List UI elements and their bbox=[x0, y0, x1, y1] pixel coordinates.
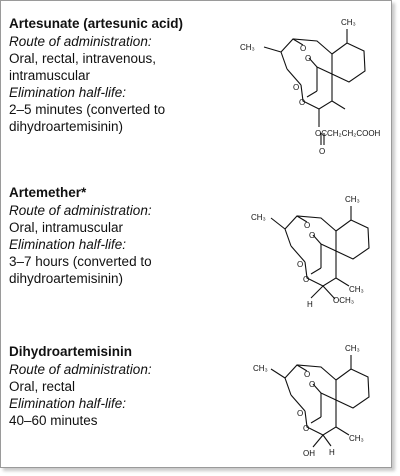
drug-entry-artemether: Artemether* Route of administration: Ora… bbox=[9, 184, 209, 287]
half-life-label: Elimination half-life: bbox=[9, 85, 127, 100]
drug-entry-dihydroartemisinin: Dihydroartemisinin Route of administrati… bbox=[9, 343, 209, 429]
structure-label-o: O bbox=[304, 370, 310, 379]
structure-label-h: H bbox=[329, 448, 335, 457]
route-value-line: Oral, rectal, intravenous, bbox=[9, 51, 157, 66]
structure-label-o: O bbox=[299, 98, 305, 107]
structure-label-ch3: CH₃ bbox=[251, 213, 266, 222]
drug-card-panel: Artesunate (artesunic acid) Route of adm… bbox=[0, 0, 392, 468]
structure-label-ch3: CH₃ bbox=[349, 434, 364, 443]
structure-label-o: O bbox=[293, 83, 299, 92]
drug-name: Artemether* bbox=[9, 185, 87, 200]
structure-label-o: O bbox=[309, 231, 315, 240]
structure-label-ch3: CH₃ bbox=[253, 364, 268, 373]
structure-label-ch3: CH₃ bbox=[341, 18, 356, 27]
structure-label-o: O bbox=[319, 147, 325, 156]
route-value-line: intramuscular bbox=[9, 68, 91, 83]
structure-label-substituent: OCCH₂CH₂COOH bbox=[315, 129, 381, 138]
route-label: Route of administration: bbox=[9, 34, 152, 49]
structure-label-oh: OH bbox=[303, 449, 315, 458]
half-life-value-line: 2–5 minutes (converted to bbox=[9, 102, 166, 117]
structure-label-o: O bbox=[297, 260, 303, 269]
structure-label-h: H bbox=[307, 300, 313, 309]
structure-label-o: O bbox=[300, 44, 306, 53]
route-label: Route of administration: bbox=[9, 203, 152, 218]
structure-label-o: O bbox=[303, 275, 309, 284]
structure-label-ch3: CH₃ bbox=[240, 43, 255, 52]
structure-label-o: O bbox=[304, 221, 310, 230]
structure-label-o: O bbox=[309, 380, 315, 389]
structure-label-ch3: CH₃ bbox=[345, 195, 360, 204]
drug-name: Dihydroartemisinin bbox=[9, 344, 133, 359]
half-life-value-line: 3–7 hours (converted to bbox=[9, 254, 152, 269]
structure-artemether: CH₃ CH₃ CH₃ O O O O H OCH₃ bbox=[251, 186, 391, 336]
half-life-label: Elimination half-life: bbox=[9, 237, 127, 252]
structure-label-ch3: CH₃ bbox=[345, 344, 360, 353]
structure-label-o: O bbox=[297, 409, 303, 418]
drug-name: Artesunate (artesunic acid) bbox=[9, 16, 184, 31]
structure-label-o: O bbox=[305, 54, 311, 63]
structure-label-substituent: OCH₃ bbox=[333, 296, 354, 305]
half-life-value-line: 40–60 minutes bbox=[9, 413, 98, 428]
drug-entry-artesunate: Artesunate (artesunic acid) Route of adm… bbox=[9, 15, 209, 135]
structure-dihydroartemisinin: CH₃ CH₃ CH₃ O O O O OH H bbox=[251, 335, 391, 475]
structure-label-o: O bbox=[303, 424, 309, 433]
route-label: Route of administration: bbox=[9, 362, 152, 377]
half-life-value-line: dihydroartemisinin) bbox=[9, 119, 124, 134]
structure-artesunate: CH₃ CH₃ O O O O OCCH₂CH₂COOH O bbox=[237, 9, 387, 164]
route-value-line: Oral, rectal bbox=[9, 379, 76, 394]
structure-label-ch3: CH₃ bbox=[349, 285, 364, 294]
half-life-value-line: dihydroartemisinin) bbox=[9, 271, 124, 286]
route-value-line: Oral, intramuscular bbox=[9, 220, 124, 235]
half-life-label: Elimination half-life: bbox=[9, 396, 127, 411]
